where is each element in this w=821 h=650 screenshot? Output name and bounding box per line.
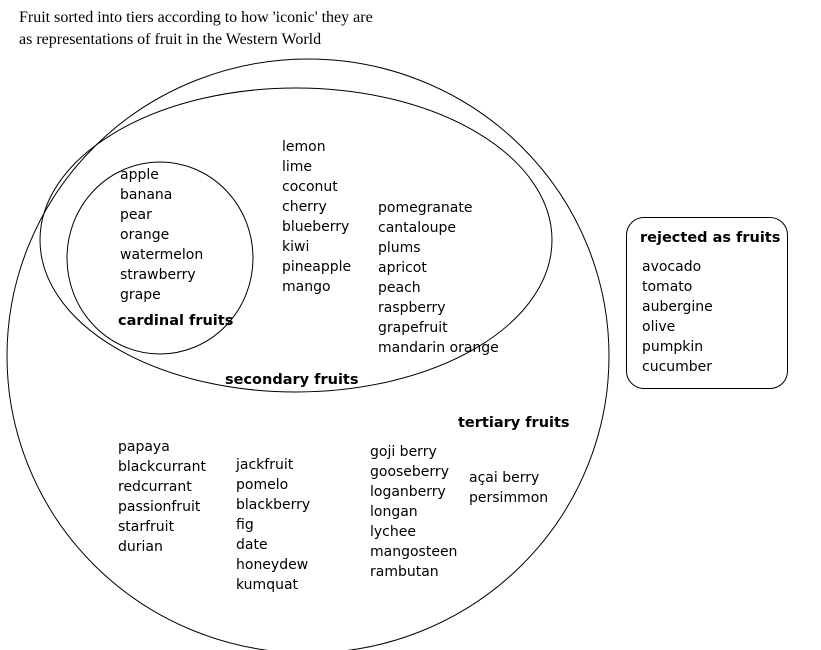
fruit-item: pineapple xyxy=(282,259,352,275)
fruit-item: lychee xyxy=(370,524,416,540)
fruit-item: pear xyxy=(120,207,152,223)
title-line-2: as representations of fruit in the Weste… xyxy=(19,31,322,48)
fruit-item: blackcurrant xyxy=(118,459,206,475)
fruit-item: pomelo xyxy=(236,477,289,493)
fruit-item: persimmon xyxy=(469,490,549,506)
fruit-item: coconut xyxy=(282,179,338,195)
rejected-as-fruits-label: rejected as fruits xyxy=(640,230,781,246)
fruit-item: olive xyxy=(642,319,676,335)
rejected-fruit-list: avocado tomato aubergine olive pumpkin cucumb… xyxy=(642,257,713,377)
fruit-item: açai berry xyxy=(469,470,540,486)
fruit-item: redcurrant xyxy=(118,479,192,495)
fruit-item: mango xyxy=(282,279,331,295)
fruit-item: mangosteen xyxy=(370,544,458,560)
fruit-item: gooseberry xyxy=(370,464,449,480)
fruit-item: watermelon xyxy=(120,247,204,263)
tertiary-fruit-list-1: papaya blackcurrant redcurrant passionfruit… xyxy=(118,437,206,557)
rejected-box xyxy=(626,217,788,389)
cardinal-circle xyxy=(66,161,254,355)
secondary-fruit-list-2: pomegranate cantaloupe plums apricot peach ra… xyxy=(378,198,499,358)
fruit-item: cucumber xyxy=(642,359,713,375)
tertiary-fruit-list-4: açai berry persimmon xyxy=(469,468,548,508)
title-line-1: Fruit sorted into tiers according to how… xyxy=(19,9,373,26)
fruit-item: blackberry xyxy=(236,497,311,513)
fruit-item: kumquat xyxy=(236,577,299,593)
fruit-item: avocado xyxy=(642,259,702,275)
cardinal-fruits-label: cardinal fruits xyxy=(118,313,234,329)
diagram-title: Fruit sorted into tiers according to how… xyxy=(19,7,539,51)
fruit-item: lime xyxy=(282,159,313,175)
fruit-item: goji berry xyxy=(370,444,437,460)
fruit-item: plums xyxy=(378,240,421,256)
tertiary-ellipse xyxy=(6,58,610,650)
fruit-item: loganberry xyxy=(370,484,446,500)
fruit-item: date xyxy=(236,537,268,553)
secondary-ellipse xyxy=(39,87,553,393)
cardinal-fruit-list: apple banana pear orange watermelon strawberr… xyxy=(120,165,203,305)
fruit-item: cantaloupe xyxy=(378,220,457,236)
fruit-item: grape xyxy=(120,287,161,303)
fruit-item: grapefruit xyxy=(378,320,448,336)
fruit-item: jackfruit xyxy=(236,457,294,473)
fruit-item: durian xyxy=(118,539,163,555)
fruit-item: apricot xyxy=(378,260,427,276)
fruit-item: honeydew xyxy=(236,557,309,573)
fruit-item: pomegranate xyxy=(378,200,473,216)
fruit-item: pumpkin xyxy=(642,339,704,355)
fruit-item: mandarin orange xyxy=(378,340,499,356)
fruit-item: apple xyxy=(120,167,159,183)
fruit-item: kiwi xyxy=(282,239,310,255)
fruit-item: passionfruit xyxy=(118,499,201,515)
fruit-item: peach xyxy=(378,280,421,296)
secondary-fruit-list-1: lemon lime coconut cherry blueberry kiwi pinea… xyxy=(282,137,351,297)
tertiary-fruit-list-2: jackfruit pomelo blackberry fig date honeydew… xyxy=(236,455,310,595)
fruit-item: strawberry xyxy=(120,267,196,283)
fruit-item: banana xyxy=(120,187,173,203)
fruit-item: papaya xyxy=(118,439,170,455)
fruit-item: starfruit xyxy=(118,519,175,535)
fruit-item: lemon xyxy=(282,139,326,155)
fruit-item: cherry xyxy=(282,199,327,215)
fruit-item: fig xyxy=(236,517,254,533)
tertiary-fruit-list-3: goji berry gooseberry loganberry longan lych… xyxy=(370,442,457,582)
fruit-item: tomato xyxy=(642,279,693,295)
fruit-item: aubergine xyxy=(642,299,713,315)
fruit-item: longan xyxy=(370,504,418,520)
tertiary-fruits-label: tertiary fruits xyxy=(458,415,570,431)
fruit-item: blueberry xyxy=(282,219,350,235)
fruit-item: rambutan xyxy=(370,564,439,580)
secondary-fruits-label: secondary fruits xyxy=(225,372,359,388)
fruit-item: orange xyxy=(120,227,170,243)
fruit-item: raspberry xyxy=(378,300,446,316)
